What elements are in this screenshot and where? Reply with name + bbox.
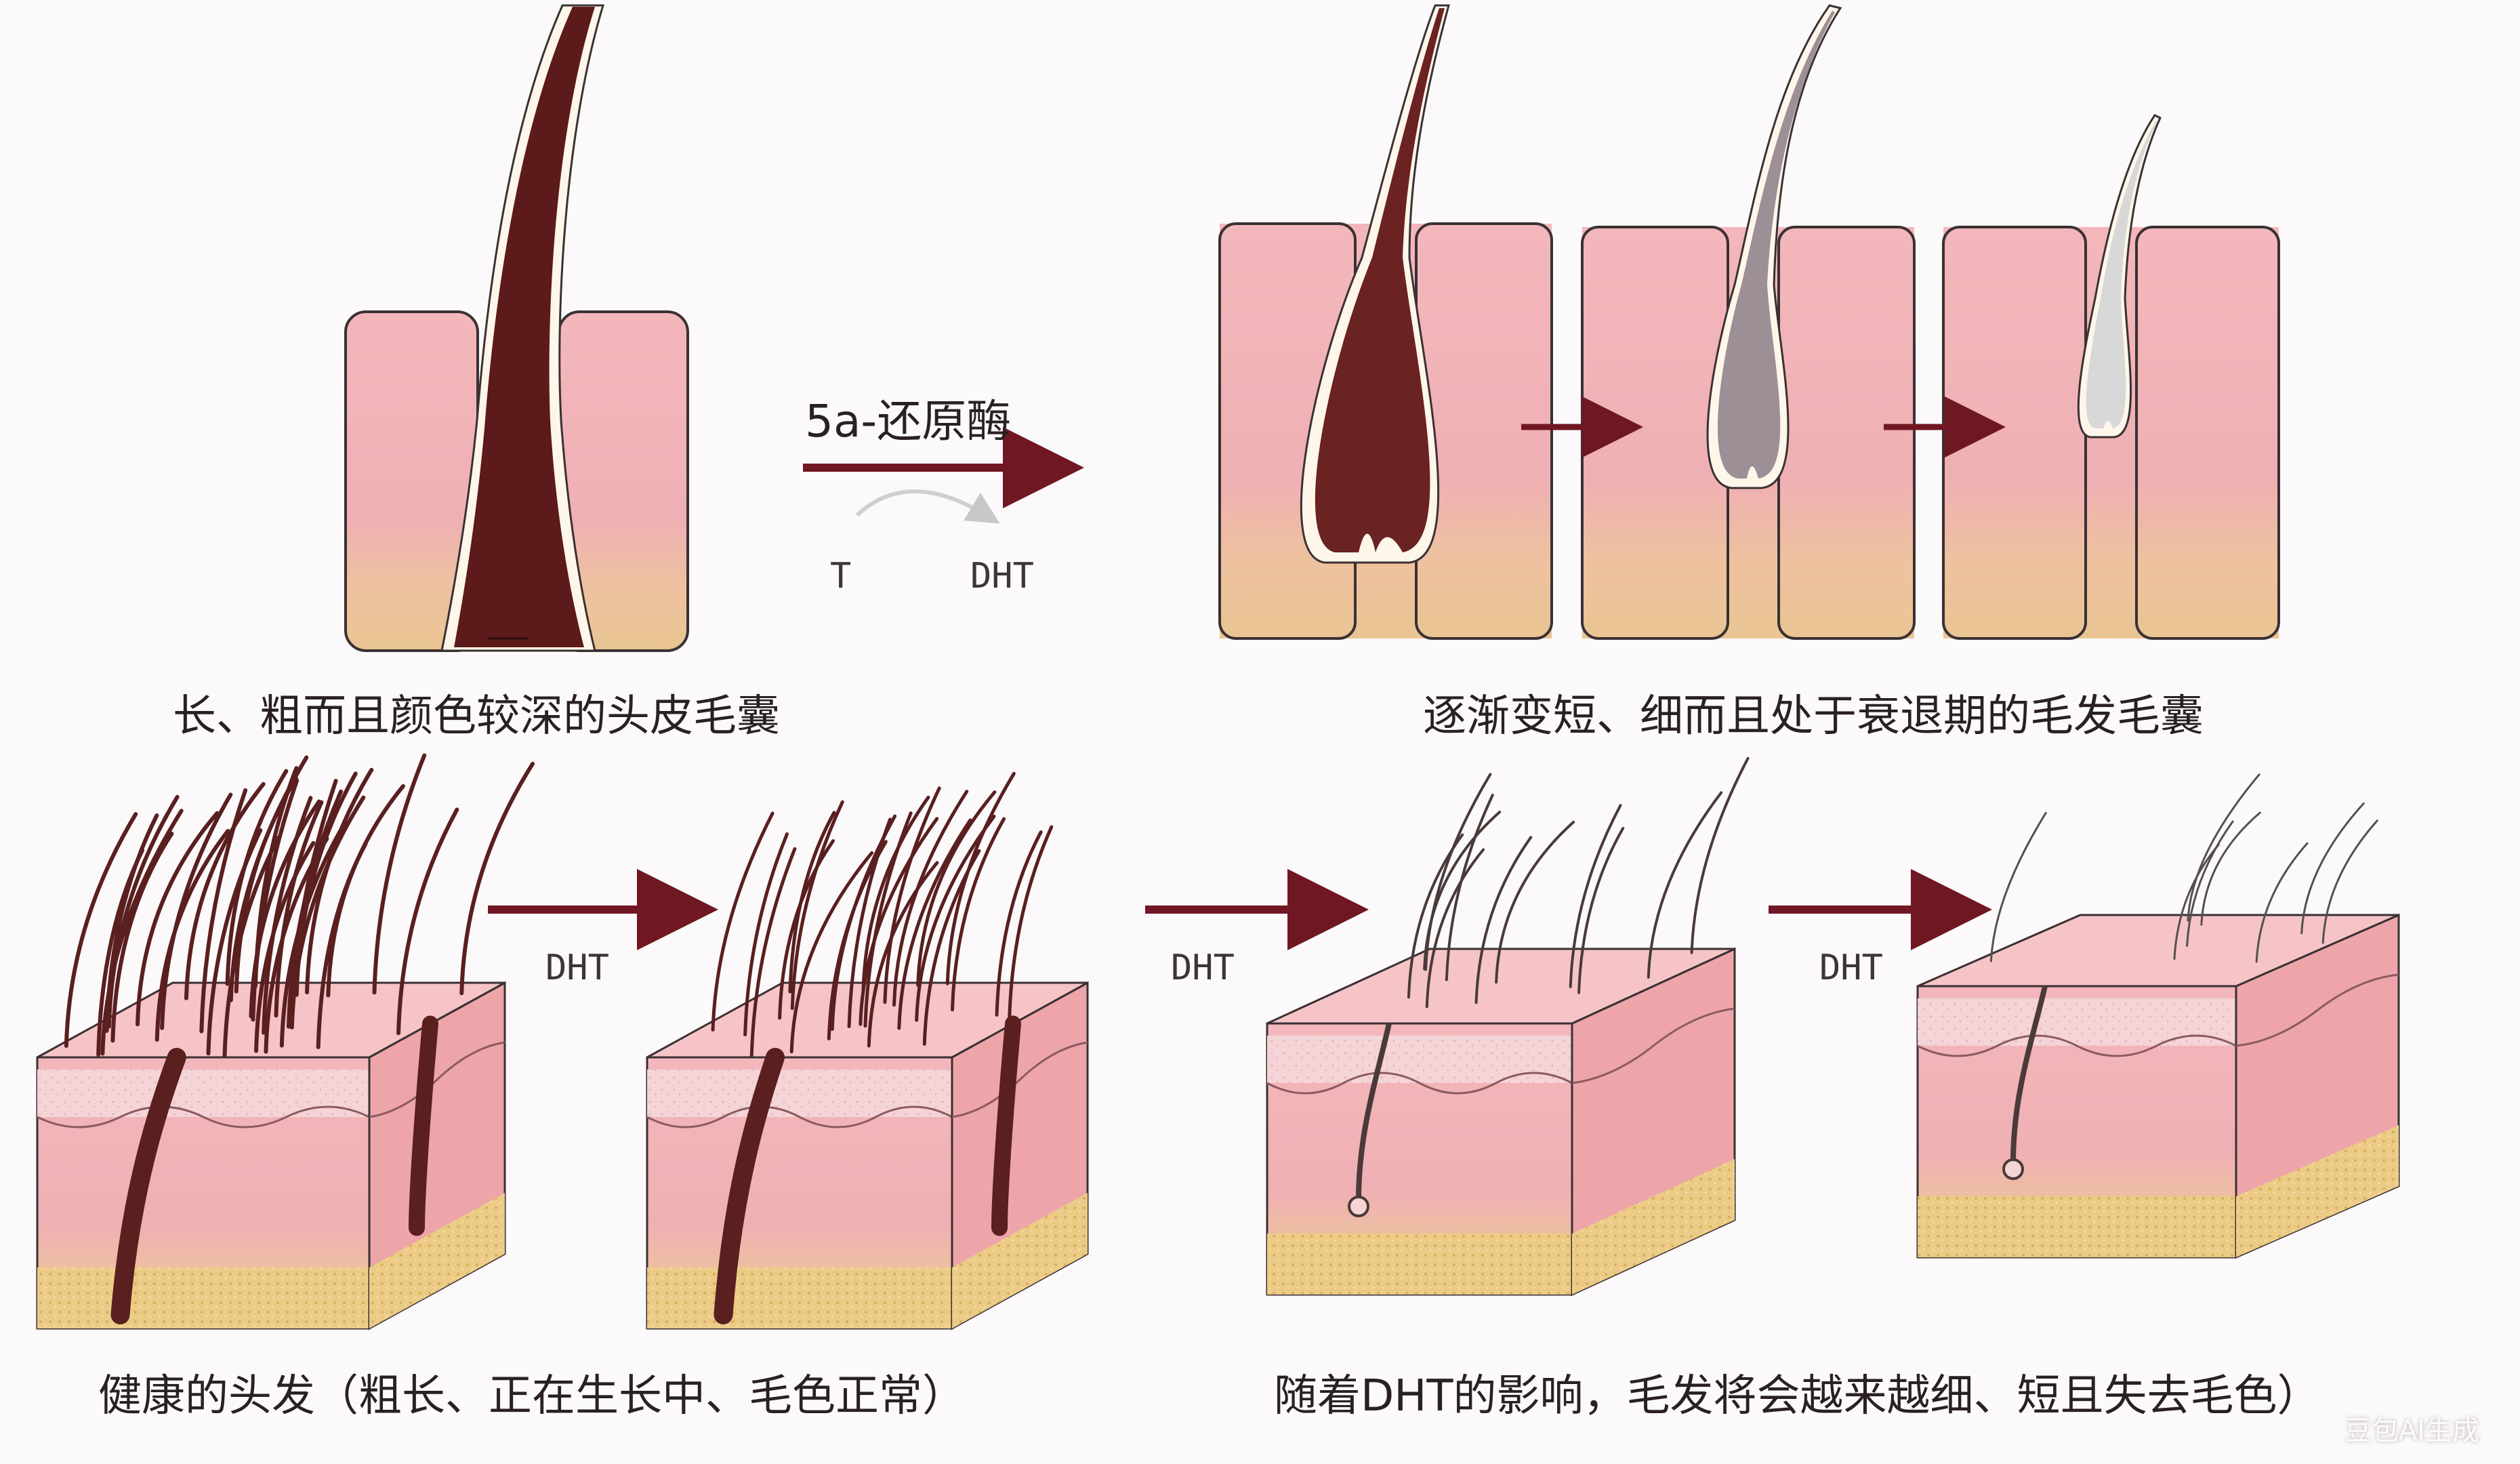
healthy-follicle-illustration	[344, 4, 689, 652]
enzyme-conversion	[803, 427, 1084, 524]
healthy-hair-caption: 健康的头发（粗长、正在生长中、毛色正常）	[98, 1371, 966, 1421]
conversion-curve-arrow	[855, 489, 1000, 524]
miniaturizing-follicles	[1218, 4, 2280, 640]
watermark: 豆包AI生成	[2344, 1415, 2479, 1446]
dht-label-1: DHT	[545, 948, 609, 988]
dht-label-2: DHT	[1171, 948, 1235, 988]
block-early	[646, 771, 1089, 1330]
block-miniaturized	[1916, 773, 2400, 1259]
conversion-from-label: T	[830, 556, 852, 596]
thinning-hair-caption: 随着DHT的影响，毛发将会越来越细、短且失去毛色）	[1274, 1371, 2321, 1421]
healthy-follicle-caption: 长、粗而且颜色较深的头皮毛囊	[173, 691, 780, 741]
block-healthy	[36, 753, 535, 1330]
dht-label-3: DHT	[1819, 948, 1883, 988]
scalp-blocks	[36, 753, 2400, 1330]
miniaturizing-caption: 逐渐变短、细而且处于衰退期的毛发毛囊	[1423, 691, 2204, 741]
block-thinning	[1266, 756, 1750, 1297]
enzyme-label: 5a-还原酶	[805, 395, 1012, 447]
conversion-to-label: DHT	[970, 556, 1034, 596]
